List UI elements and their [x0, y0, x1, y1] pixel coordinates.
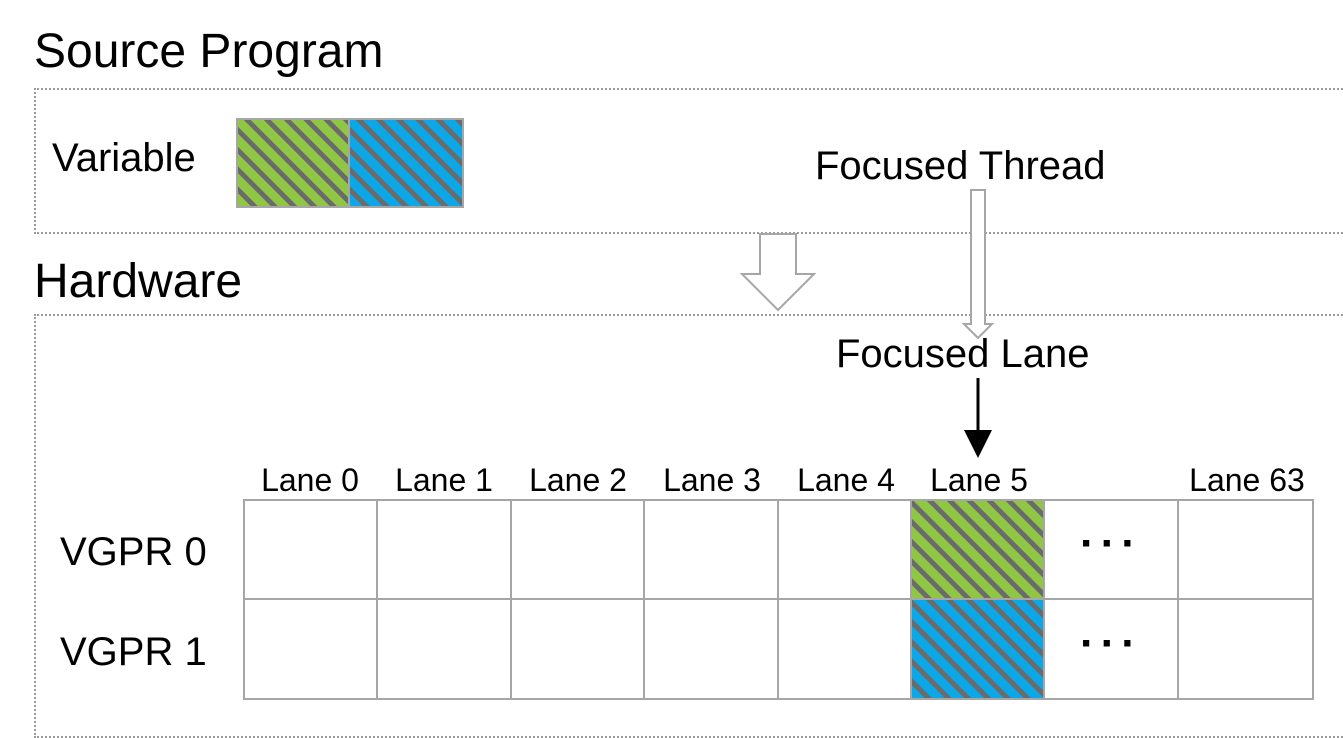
source-program-box: [34, 88, 1343, 234]
grid-cell: [778, 501, 912, 600]
grid-cell: [645, 501, 779, 600]
lane-label-5: Lane 5: [930, 462, 1028, 498]
focused-lane-label: Focused Lane: [836, 332, 1090, 376]
hardware-title: Hardware: [34, 255, 243, 308]
grid-cell: [645, 599, 779, 698]
lane-label-2: Lane 2: [529, 462, 627, 498]
variable-part-green: [236, 118, 350, 208]
variable-label: Variable: [52, 136, 196, 180]
grid-cell: [1179, 600, 1312, 699]
grid-cell-ellipsis: ···: [1045, 501, 1179, 600]
grid-cell: [1178, 501, 1312, 600]
grid-cell: [245, 501, 379, 600]
ellipsis-text: ···: [1079, 519, 1142, 569]
lane-label-1: Lane 1: [395, 462, 493, 498]
lane-label-3: Lane 3: [663, 462, 761, 498]
hollow-down-arrow-icon: [739, 233, 817, 312]
grid-cell: [779, 599, 912, 698]
variable-part-blue: [348, 118, 464, 208]
thread-to-lane-arrow-icon: [961, 189, 995, 340]
register-label-0: VGPR 0: [60, 530, 207, 574]
lane-label-0: Lane 0: [261, 462, 359, 498]
lane-pointer-arrow-icon: [964, 430, 992, 458]
grid-cell-ellipsis: ···: [1045, 599, 1179, 698]
grid-cell: [378, 599, 512, 698]
lane-label-4: Lane 4: [797, 462, 895, 498]
grid-cell: [245, 599, 379, 698]
focused-thread-label: Focused Thread: [815, 144, 1106, 188]
grid-cell: [511, 501, 646, 600]
grid-cell-vgpr1-lane5-focused: [911, 599, 1046, 698]
register-label-1: VGPR 1: [60, 630, 207, 674]
grid-cell: [512, 599, 646, 698]
grid-cell: [378, 501, 512, 600]
ellipsis-text: ···: [1079, 618, 1142, 668]
source-program-title: Source Program: [34, 25, 384, 78]
grid-cell-vgpr0-lane5-focused: [911, 501, 1046, 600]
register-lane-grid: ··· ···: [243, 499, 1314, 700]
lane-label-63: Lane 63: [1189, 462, 1305, 498]
